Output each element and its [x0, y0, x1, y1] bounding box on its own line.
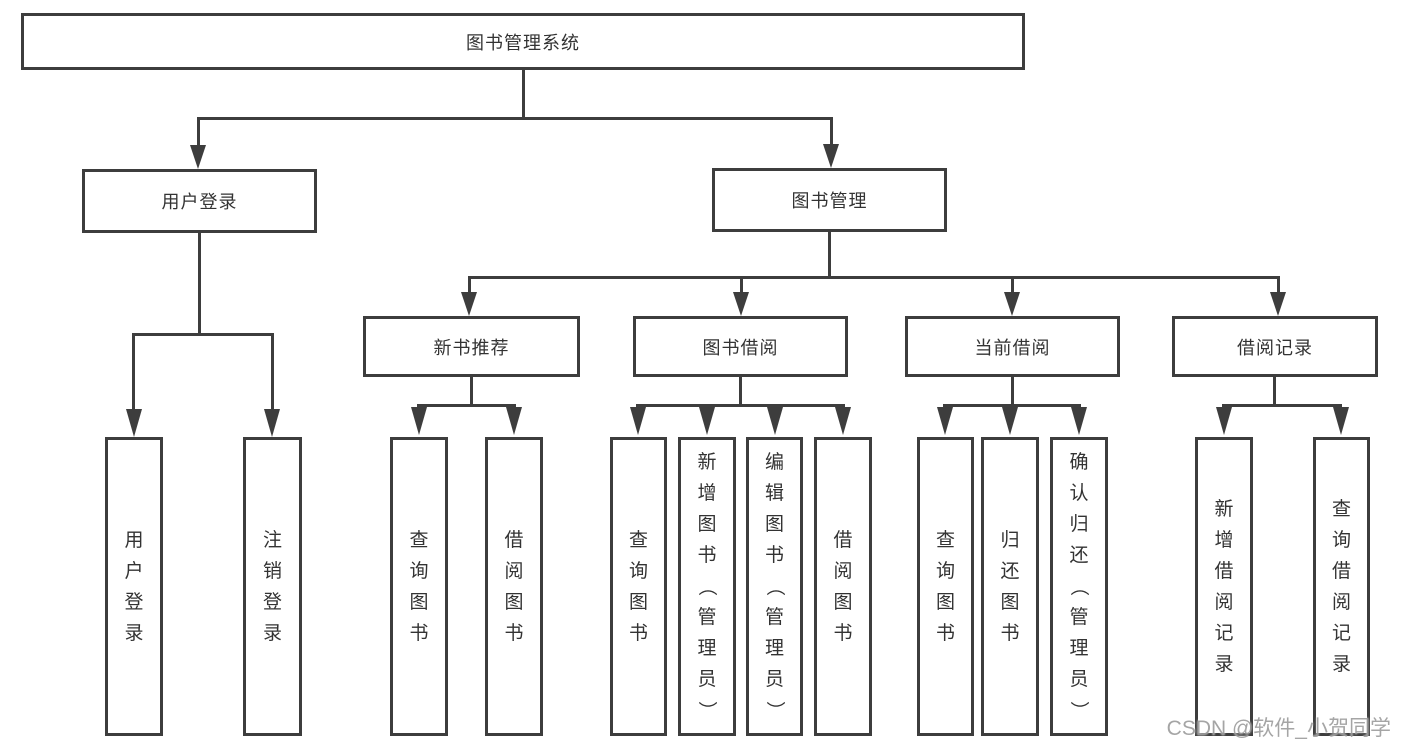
node-book-management: 图书管理 — [712, 168, 947, 232]
connector-line — [468, 276, 471, 294]
arrowhead-down-icon — [937, 407, 953, 435]
arrowhead-down-icon — [835, 407, 851, 435]
connector-line — [1273, 377, 1276, 407]
connector-line — [197, 117, 200, 147]
arrowhead-down-icon — [506, 407, 522, 435]
connector-line — [740, 276, 743, 294]
arrowhead-down-icon — [461, 292, 477, 316]
arrowhead-down-icon — [1270, 292, 1286, 316]
arrowhead-down-icon — [126, 409, 142, 437]
leaf-borrow-book-1: 借阅图书 — [485, 437, 543, 736]
node-current-borrow: 当前借阅 — [905, 316, 1120, 377]
node-borrow-record: 借阅记录 — [1172, 316, 1378, 377]
connector-line — [636, 404, 845, 407]
connector-line — [943, 404, 1081, 407]
arrowhead-down-icon — [1002, 407, 1018, 435]
connector-line — [468, 276, 1280, 279]
leaf-edit-book-admin: 编辑图书（管理员） — [746, 437, 803, 736]
leaf-return-book: 归还图书 — [981, 437, 1039, 736]
leaf-add-book-admin: 新增图书（管理员） — [678, 437, 736, 736]
leaf-add-borrow-record: 新增借阅记录 — [1195, 437, 1253, 736]
csdn-watermark: CSDN @软件_小贺同学 — [1166, 717, 1391, 740]
connector-line — [132, 333, 135, 411]
arrowhead-down-icon — [411, 407, 427, 435]
arrowhead-down-icon — [733, 292, 749, 316]
connector-line — [470, 377, 473, 407]
leaf-query-book-2: 查询图书 — [610, 437, 667, 736]
connector-line — [830, 117, 833, 146]
arrowhead-down-icon — [767, 407, 783, 435]
connector-line — [1277, 276, 1280, 294]
node-user-login: 用户登录 — [82, 169, 317, 233]
arrowhead-down-icon — [1071, 407, 1087, 435]
connector-line — [1222, 404, 1342, 407]
connector-line — [417, 404, 516, 407]
arrowhead-down-icon — [190, 145, 206, 169]
connector-line — [197, 117, 833, 120]
node-library-management-system: 图书管理系统 — [21, 13, 1025, 70]
arrowhead-down-icon — [699, 407, 715, 435]
arrowhead-down-icon — [630, 407, 646, 435]
connector-line — [739, 377, 742, 407]
leaf-borrow-book-2: 借阅图书 — [814, 437, 872, 736]
arrowhead-down-icon — [823, 144, 839, 168]
connector-line — [522, 70, 525, 118]
node-book-borrow: 图书借阅 — [633, 316, 848, 377]
node-new-book-recommend: 新书推荐 — [363, 316, 580, 377]
leaf-query-book-3: 查询图书 — [917, 437, 974, 736]
leaf-user-login: 用户登录 — [105, 437, 163, 736]
connector-line — [828, 232, 831, 279]
leaf-confirm-return-admin: 确认归还（管理员） — [1050, 437, 1108, 736]
leaf-logout: 注销登录 — [243, 437, 302, 736]
connector-line — [198, 233, 201, 336]
connector-line — [132, 333, 274, 336]
connector-line — [271, 333, 274, 411]
leaf-query-book-1: 查询图书 — [390, 437, 448, 736]
connector-line — [1011, 377, 1014, 407]
arrowhead-down-icon — [1004, 292, 1020, 316]
leaf-query-borrow-record: 查询借阅记录 — [1313, 437, 1370, 736]
connector-line — [1011, 276, 1014, 294]
arrowhead-down-icon — [264, 409, 280, 437]
arrowhead-down-icon — [1216, 407, 1232, 435]
arrowhead-down-icon — [1333, 407, 1349, 435]
